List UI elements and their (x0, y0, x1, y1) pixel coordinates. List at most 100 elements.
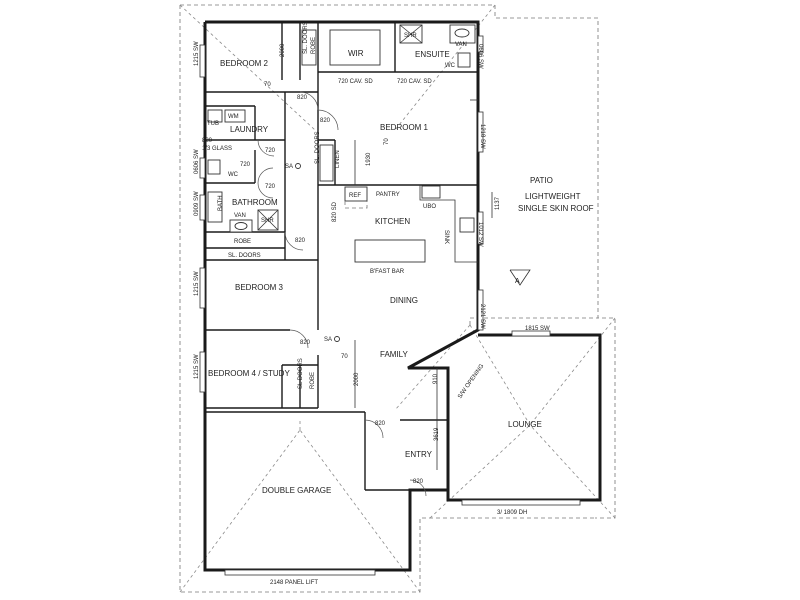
label-ensuite-wc: WC (445, 63, 456, 69)
window-lounge-top (511, 330, 551, 337)
label-bed2-robe: ROBE (311, 37, 317, 54)
ensuite-fixtures (301, 24, 476, 68)
patio-roof-line2: SINGLE SKIN ROOF (518, 204, 594, 213)
washing-machine (224, 109, 246, 123)
patio-roof-line1: LIGHTWEIGHT (525, 192, 581, 201)
label-bed3-sl-doors: SL. DOORS (228, 253, 261, 259)
window-bed2 (199, 44, 206, 78)
label-bed4-robe: ROBE (310, 372, 316, 389)
dim-3619: 3619 (434, 427, 440, 441)
room-kitchen: KITCHEN (375, 217, 410, 226)
dim-1215-bed3: 1215 SW (194, 271, 200, 296)
label-ref: REF (349, 193, 361, 199)
label-bath-robe: ROBE (234, 239, 251, 245)
north-arrow-label: A (515, 278, 520, 285)
label-sa-hall: SA (285, 164, 293, 170)
window-bed1 (477, 111, 484, 153)
label-wm: WM (228, 114, 239, 120)
garage-door (224, 569, 376, 576)
dim-720-cav-2: 720 CAV. SD (397, 79, 432, 85)
dim-820-glass: 820 (202, 138, 213, 144)
room-ensuite: ENSUITE (415, 50, 450, 59)
label-van: VAN (234, 213, 246, 219)
windows (199, 35, 581, 576)
dim-820-bed1: 820 (320, 118, 331, 124)
dim-1930: 1930 (366, 152, 372, 166)
label-bath: BATH (218, 195, 224, 211)
window-bed4 (199, 351, 206, 393)
room-wir: WIR (348, 49, 364, 58)
dim-1137: 1137 (495, 196, 501, 210)
bed2-robe-box (301, 29, 317, 66)
dim-820-entry-top: 820 (375, 421, 386, 427)
dim-910: 910 (433, 373, 439, 384)
window-lounge-bottom (461, 499, 581, 506)
dim-2121: 2121 SW (479, 304, 485, 329)
window-bath (199, 194, 206, 221)
wet-area-fixtures (207, 109, 334, 233)
label-sa-family: SA (324, 337, 332, 343)
door-swings (257, 91, 478, 497)
window-bed3 (199, 267, 206, 309)
label-bed2-sl-doors: SL. DOORS (303, 21, 309, 54)
dim-sw-opening: S/W OPENING (457, 363, 485, 400)
kitchen-sink (459, 217, 475, 233)
roof-outline (179, 4, 616, 593)
fridge-space (344, 186, 368, 202)
dim-70-c: 70 (341, 354, 348, 360)
dim-0606-ensuite: 0606 SW (477, 44, 483, 69)
dim-720-cav-1: 720 CAV. SD (338, 79, 373, 85)
dim-720-c: 720 (265, 184, 276, 190)
dim-1809-dh: 3/ 1809 DH (497, 510, 527, 516)
dim-1012: 1012 SW (477, 222, 483, 247)
dim-820-entry: 820 (413, 479, 424, 485)
ensuite-toilet (457, 52, 471, 68)
label-tub: TUB (207, 121, 219, 127)
dim-720-b: 720 (240, 162, 251, 168)
dim-70-a: 70 (264, 82, 271, 88)
label-hall-sl-doors: SL. DOORS (315, 131, 321, 164)
room-patio: PATIO (530, 176, 553, 185)
dim-1218: 1218 SW (479, 124, 485, 149)
ensuite-basin (454, 28, 470, 38)
window-wc (199, 157, 206, 179)
room-lounge: LOUNGE (508, 420, 542, 429)
smoke-alarm-icon (334, 336, 340, 342)
room-bedroom-4: BEDROOM 4 / STUDY (208, 369, 290, 378)
window-family (477, 289, 484, 331)
room-entry: ENTRY (405, 450, 433, 459)
dim-820-bed4: 820 (300, 340, 311, 346)
fixture-labels: SHR VAN WC TUB WM WC BATH VAN SHR ROBE S… (207, 21, 467, 389)
dim-820-bath: 820 (295, 238, 306, 244)
label-bed4-sl-doors: SL DOORS (298, 358, 304, 389)
breakfast-bar-island (354, 239, 426, 263)
dim-1815: 1815 SW (525, 326, 550, 332)
label-wc: WC (228, 172, 239, 178)
room-labels: BEDROOM 2 WIR ENSUITE BEDROOM 1 LAUNDRY … (208, 49, 594, 495)
label-ubo: UBO (423, 204, 436, 210)
room-dining: DINING (390, 296, 418, 305)
dim-2148-panel-lift: 2148 PANEL LIFT (270, 580, 318, 586)
room-double-garage: DOUBLE GARAGE (262, 486, 331, 495)
label-820-sd: 820 SD (332, 201, 338, 222)
room-laundry: LAUNDRY (230, 125, 269, 134)
label-sink: SINK (443, 230, 449, 244)
linen-cupboard (319, 144, 334, 182)
window-kitchen (477, 211, 484, 245)
dim-70-b: 70 (384, 138, 390, 145)
dim-1-3-glass: 1/3 GLASS (202, 146, 232, 152)
dim-1215-bed4: 1215 SW (194, 354, 200, 379)
laundry-tub (207, 109, 223, 123)
wc-toilet (207, 159, 221, 175)
dimension-lines (354, 140, 531, 470)
label-bath-shr: SHR (261, 218, 274, 224)
room-bedroom-2: BEDROOM 2 (220, 59, 269, 68)
bath-basin (234, 222, 248, 230)
kitchen-fixtures (344, 185, 478, 263)
dim-2000-bed2: 2000 (280, 43, 286, 57)
dim-820-hall: 820 (297, 95, 308, 101)
dim-0606-wc: 0606 SW (194, 149, 200, 174)
label-bfast-bar: B'FAST BAR (370, 269, 405, 275)
label-ensuite-shr: SHR (404, 33, 417, 39)
